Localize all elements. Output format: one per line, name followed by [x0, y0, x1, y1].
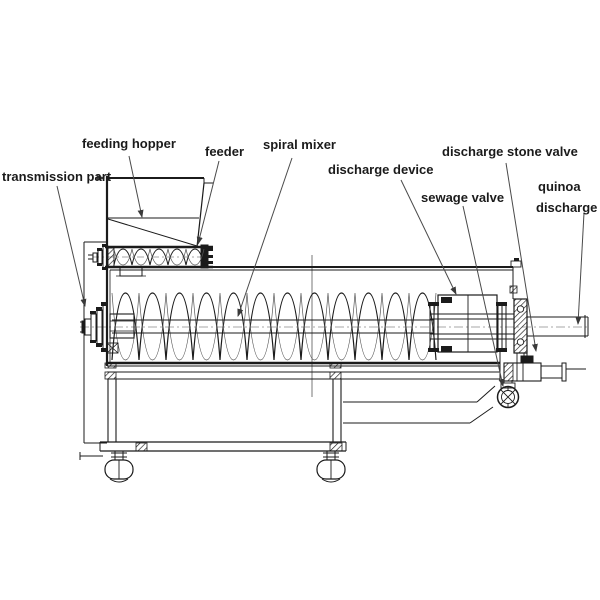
sewage-valve	[343, 380, 520, 424]
leader-lines	[56, 155, 585, 387]
mount-bracket	[106, 342, 119, 354]
label-quinoa-discharge-line2: discharge	[536, 200, 598, 215]
spiral-mixer-screw	[111, 292, 437, 361]
label-feeder: feeder	[205, 144, 245, 159]
mixer-trough	[105, 245, 522, 380]
transmission-part	[80, 241, 135, 444]
frame-stand	[79, 362, 500, 483]
label-spiral-mixer: spiral mixer	[263, 137, 336, 152]
feeding-hopper	[105, 176, 213, 248]
leader-sewage-valve	[462, 205, 505, 387]
label-transmission-part: transmission part	[2, 169, 112, 184]
transmission-enclosure	[83, 241, 107, 444]
quinoa-discharge-pipe	[527, 315, 589, 338]
leader-transmission-part	[56, 185, 87, 307]
leader-discharge-stone-valve	[505, 162, 538, 352]
leader-feeding-hopper	[128, 155, 144, 218]
leader-spiral-mixer	[237, 157, 293, 317]
leader-quinoa-discharge	[575, 212, 585, 325]
label-sewage-valve: sewage valve	[421, 190, 505, 205]
label-discharge-device: discharge device	[328, 162, 434, 177]
label-feeding-hopper: feeding hopper	[82, 136, 176, 151]
discharge-stone-valve	[503, 353, 586, 382]
leader-feeder	[196, 160, 220, 245]
bearing-box	[109, 313, 135, 339]
feeder-motor-box	[119, 266, 143, 277]
label-discharge-stone-valve: discharge stone valve	[442, 144, 578, 159]
label-quinoa-discharge: quinoa discharge	[536, 176, 597, 218]
label-quinoa-discharge-line1: quinoa	[538, 179, 581, 194]
discharge-device	[428, 294, 528, 354]
feeder-coupling	[88, 244, 108, 270]
leader-discharge-device	[400, 179, 457, 295]
end-flange	[513, 298, 528, 354]
